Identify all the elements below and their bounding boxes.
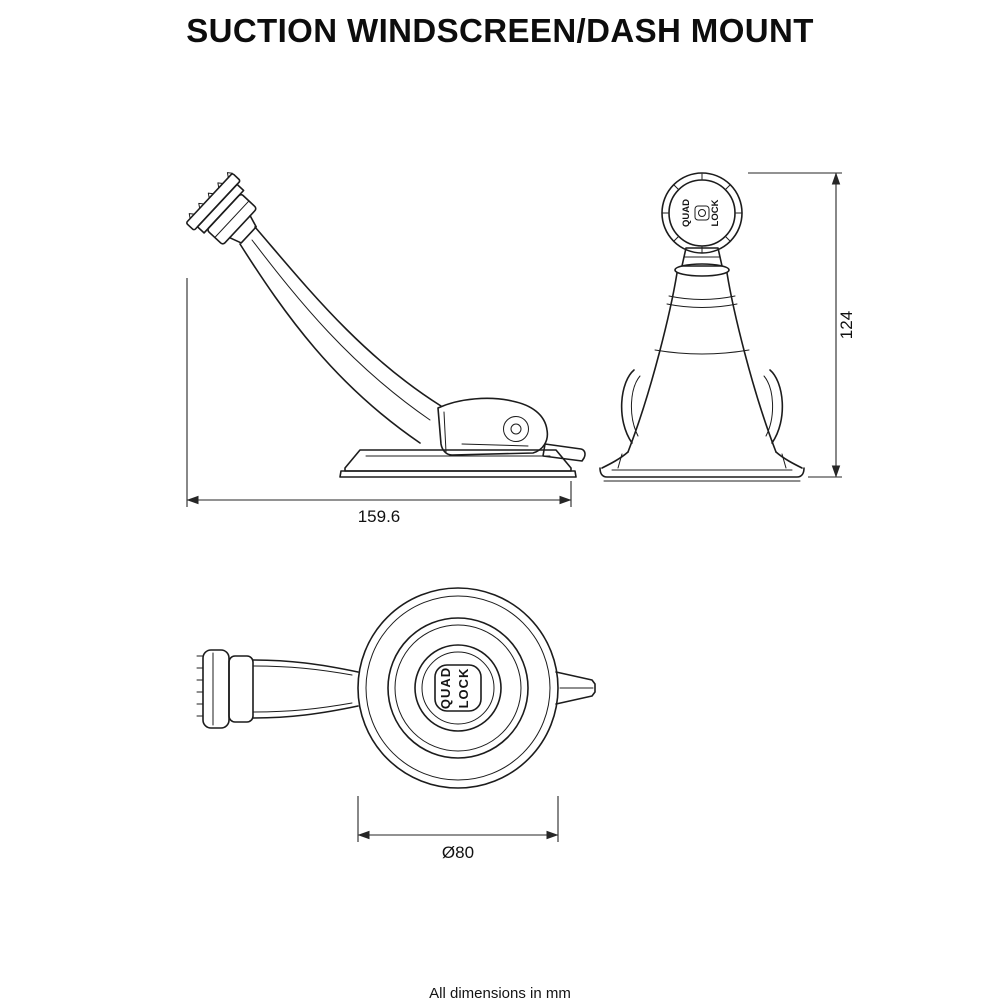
front-view-height-dimension: 124 — [748, 172, 856, 478]
clamp-body — [437, 397, 549, 456]
body-outer-circle — [387, 617, 529, 759]
knob-center-dot — [698, 209, 706, 217]
base-bottom-outline — [599, 467, 805, 478]
suction-base-outline — [344, 449, 572, 472]
suction-base-lip — [339, 470, 577, 478]
top-view-drawing: QUAD LOCK — [196, 587, 596, 789]
front-brand-quad: QUAD — [681, 199, 692, 227]
knob-knurl-ticks — [661, 173, 743, 254]
base-skirt-right — [775, 451, 803, 469]
body-inner-circle — [394, 624, 522, 752]
base-wall-lines — [617, 453, 787, 469]
arm-inner-line — [251, 239, 431, 421]
clamp-slot — [461, 443, 529, 447]
lever-pivot-center — [510, 423, 522, 435]
knob-top-inner — [421, 651, 495, 725]
top-arm-top-edge — [252, 659, 359, 673]
units-note: All dimensions in mm — [429, 985, 571, 1000]
head-serrations — [188, 172, 233, 220]
top-brand-lock: LOCK — [456, 668, 471, 709]
cone-band-1 — [668, 295, 736, 300]
cone-band-2 — [666, 303, 738, 308]
cone-band-3 — [654, 349, 750, 355]
cup-inner-rim — [365, 595, 551, 781]
top-head-serrations — [196, 655, 204, 717]
page-title: SUCTION WINDSCREEN/DASH MOUNT — [186, 12, 814, 49]
cup-outer-circle — [357, 587, 559, 789]
clamp-divider — [443, 411, 447, 453]
side-width-label: 159.6 — [358, 507, 401, 526]
base-skirt-left — [601, 451, 629, 469]
cone-left-edge — [627, 272, 678, 453]
head-spacer — [196, 183, 245, 234]
right-ear-inner — [763, 375, 774, 437]
side-view-head — [186, 172, 258, 245]
logo-plate — [434, 664, 482, 712]
side-view-width-dimension: 159.6 — [186, 278, 572, 526]
top-arm-inner-bottom — [252, 702, 353, 713]
top-diameter-label: Ø80 — [442, 843, 474, 862]
left-ear-inner — [630, 375, 641, 437]
arm-bottom-edge — [239, 243, 421, 444]
knob-inner-ring — [668, 179, 736, 247]
top-arm-inner-top — [252, 665, 353, 676]
front-brand-lock: LOCK — [710, 199, 721, 226]
arm-top-edge — [254, 226, 442, 407]
top-arm-bottom-edge — [252, 705, 359, 719]
side-view-drawing — [186, 172, 586, 478]
cone-top-flange — [674, 263, 730, 277]
lever-pivot — [503, 416, 529, 442]
top-view-diameter-dimension: Ø80 — [357, 796, 559, 862]
right-ear-outer — [769, 369, 784, 444]
knob-top-outer — [414, 644, 502, 732]
top-brand-quad: QUAD — [438, 667, 453, 709]
front-height-label: 124 — [837, 311, 856, 339]
top-release-tab — [555, 671, 596, 705]
head-neck — [228, 214, 258, 244]
release-lever — [542, 443, 586, 462]
top-head-collar — [228, 655, 254, 723]
front-view-drawing: QUAD LOCK — [599, 172, 805, 482]
knob-center-square — [694, 205, 710, 221]
top-head-plate — [202, 649, 230, 729]
cone-right-edge — [726, 272, 777, 453]
left-ear-outer — [620, 369, 635, 444]
head-body-detail — [214, 200, 250, 239]
